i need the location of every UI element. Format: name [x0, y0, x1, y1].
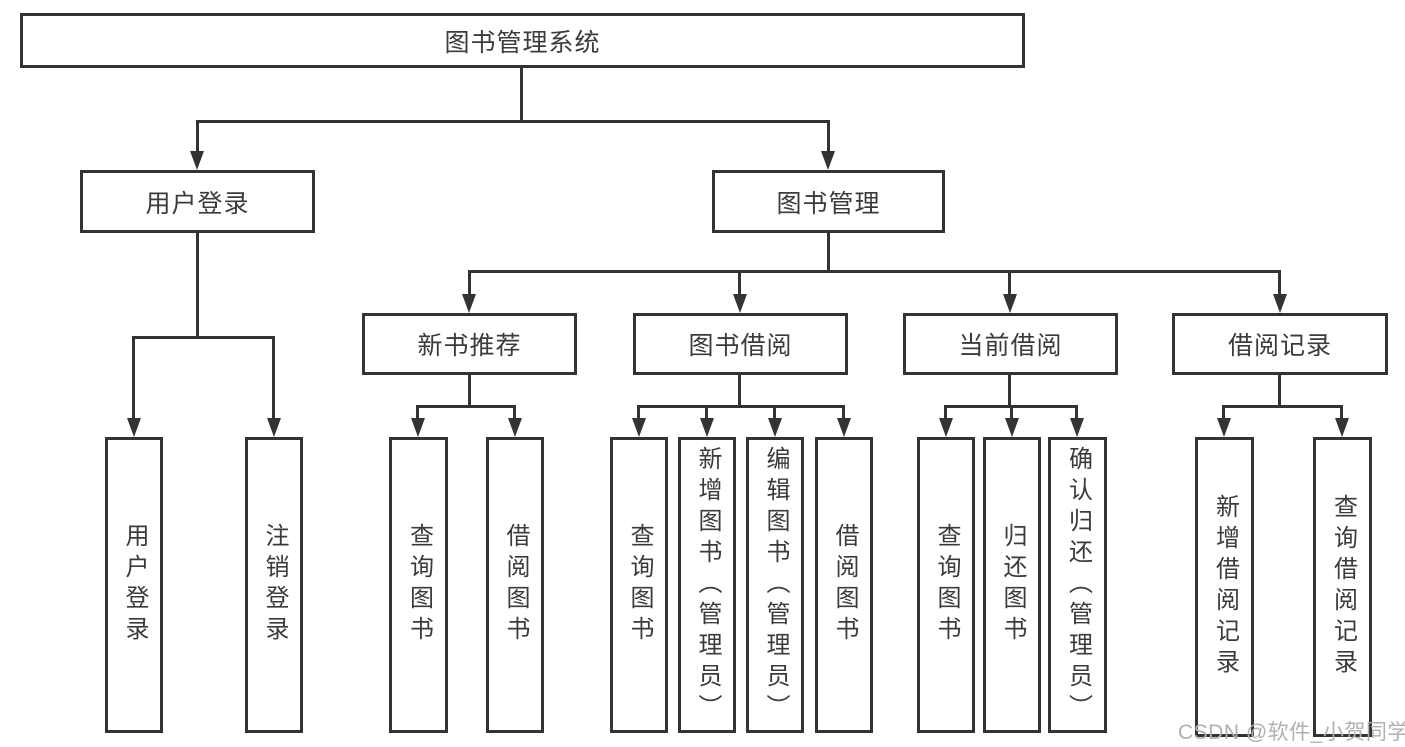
node-user-login: 用户登录: [80, 170, 315, 233]
connector-current-drop-2: [1010, 405, 1013, 418]
node-current-borrow: 当前借阅: [903, 313, 1118, 375]
leaf-borrow-edit-book-admin: 编辑图书（管理员）: [746, 437, 804, 733]
connector-current-drop-1: [944, 405, 947, 418]
arrow-down-icon: [939, 418, 953, 437]
connector-root-drop-right: [827, 120, 830, 151]
arrow-down-icon: [127, 418, 141, 437]
connector-recommend-stem: [468, 375, 471, 405]
arrow-down-icon: [837, 418, 851, 437]
connector-current-drop-3: [1075, 405, 1078, 418]
node-new-book-recommend: 新书推荐: [362, 313, 577, 375]
connector-mgmt-drop-1: [468, 270, 471, 294]
connector-login-bar: [132, 336, 275, 339]
connector-borrow-drop-4: [842, 405, 845, 418]
connector-mgmt-stem: [827, 233, 830, 270]
connector-borrow-drop-2: [705, 405, 708, 418]
arrow-down-icon: [462, 294, 476, 313]
arrow-down-icon: [1217, 418, 1231, 437]
leaf-recommend-borrow-book: 借阅图书: [486, 437, 544, 733]
connector-current-stem: [1008, 375, 1011, 405]
connector-mgmt-bar: [468, 270, 1281, 273]
arrow-down-icon: [700, 418, 714, 437]
connector-record-stem: [1278, 375, 1281, 405]
connector-root-bar: [196, 120, 830, 123]
arrow-down-icon: [1273, 294, 1287, 313]
arrow-down-icon: [508, 418, 522, 437]
arrow-down-icon: [1003, 294, 1017, 313]
connector-borrow-bar: [637, 405, 845, 408]
node-root: 图书管理系统: [20, 13, 1025, 68]
arrow-down-icon: [1335, 418, 1349, 437]
node-borrow-record: 借阅记录: [1172, 313, 1388, 375]
connector-mgmt-drop-4: [1278, 270, 1281, 294]
arrow-down-icon: [1070, 418, 1084, 437]
connector-recommend-bar: [416, 405, 516, 408]
arrow-down-icon: [733, 294, 747, 313]
connector-root-stem: [520, 68, 523, 121]
leaf-logout: 注销登录: [245, 437, 303, 733]
connector-login-stem: [196, 233, 199, 336]
connector-record-drop-1: [1222, 405, 1225, 418]
connector-recommend-drop-2: [513, 405, 516, 418]
connector-record-bar: [1222, 405, 1343, 408]
leaf-borrow-borrow-book: 借阅图书: [815, 437, 873, 733]
arrow-down-icon: [411, 418, 425, 437]
connector-record-drop-2: [1340, 405, 1343, 418]
leaf-recommend-query-book: 查询图书: [389, 437, 448, 733]
connector-borrow-drop-3: [773, 405, 776, 418]
connector-mgmt-drop-3: [1008, 270, 1011, 294]
connector-login-drop-2: [272, 336, 275, 418]
leaf-current-return-book: 归还图书: [983, 437, 1041, 733]
leaf-borrow-add-book-admin: 新增图书（管理员）: [678, 437, 736, 733]
connector-borrow-drop-1: [637, 405, 640, 418]
connector-borrow-stem: [738, 375, 741, 405]
arrow-down-icon: [768, 418, 782, 437]
arrow-down-icon: [1005, 418, 1019, 437]
leaf-current-query-book: 查询图书: [917, 437, 975, 733]
connector-login-drop-1: [132, 336, 135, 418]
connector-mgmt-drop-2: [738, 270, 741, 294]
arrow-down-icon: [821, 151, 835, 170]
leaf-record-query-borrow-record: 查询借阅记录: [1313, 437, 1372, 737]
leaf-current-confirm-return-admin: 确认归还（管理员）: [1048, 437, 1107, 733]
leaf-record-add-borrow-record: 新增借阅记录: [1195, 437, 1254, 737]
leaf-user-login: 用户登录: [105, 437, 163, 733]
connector-recommend-drop-1: [416, 405, 419, 418]
connector-root-drop-left: [196, 120, 199, 151]
arrow-down-icon: [267, 418, 281, 437]
arrow-down-icon: [190, 151, 204, 170]
node-book-management: 图书管理: [712, 170, 945, 233]
arrow-down-icon: [632, 418, 646, 437]
leaf-borrow-query-book: 查询图书: [610, 437, 668, 733]
csdn-watermark: CSDN @软件_小贺同学: [1178, 721, 1405, 744]
node-book-borrow: 图书借阅: [633, 313, 848, 375]
